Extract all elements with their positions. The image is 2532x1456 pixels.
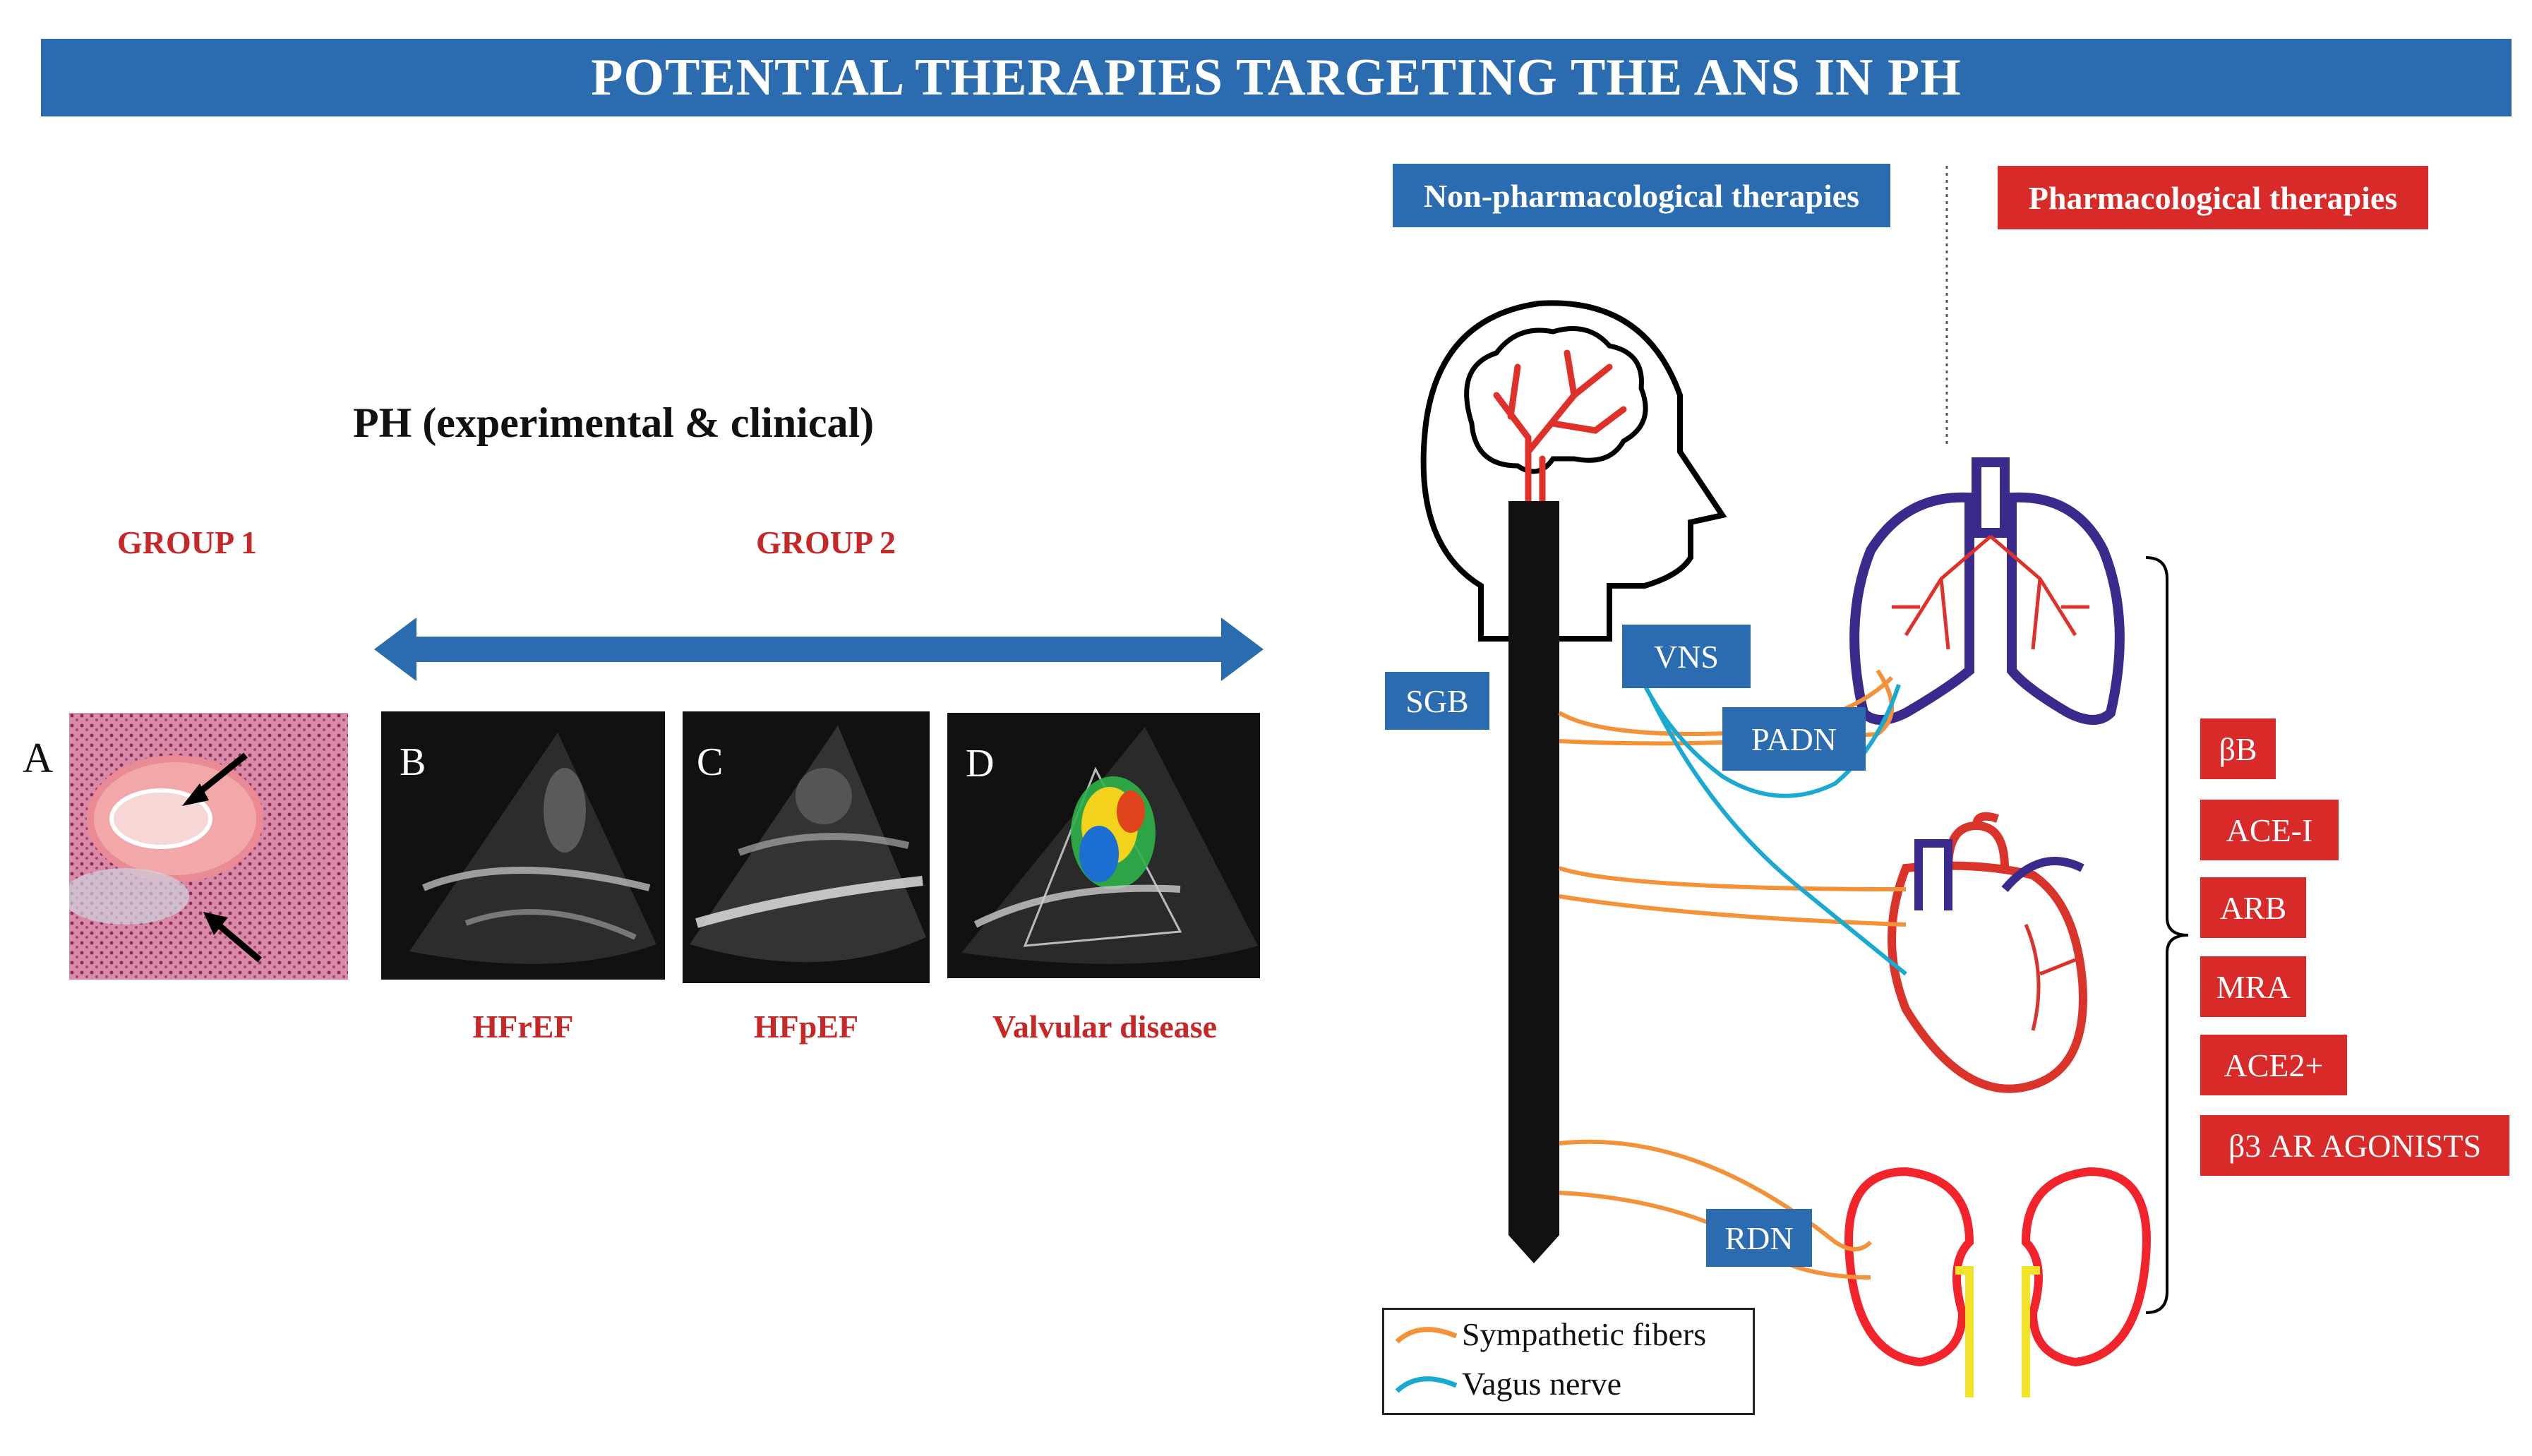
panel-letter-a: A: [23, 735, 54, 781]
echo-image-d: [961, 727, 1258, 964]
drug-bb: βB: [2200, 718, 2276, 779]
ureters: [1955, 1266, 2040, 1397]
panel-letter-c: C: [697, 740, 724, 784]
heart: [1888, 812, 2087, 1093]
panel-c: C: [683, 711, 930, 983]
drug-arb: ARB: [2200, 877, 2306, 938]
panel-letter-b: B: [400, 740, 426, 784]
panel-a: A: [21, 713, 353, 981]
brain-vessels: [1493, 349, 1627, 505]
bronchi: [1892, 535, 2089, 650]
rdn-box: RDN: [1706, 1209, 1812, 1267]
caption-hfpef: HFpEF: [753, 1009, 859, 1045]
drug-mra: MRA: [2200, 956, 2306, 1017]
pharm-header: Pharmacological therapies: [1998, 166, 2428, 229]
drug-b3-ar-agonists: β3 AR AGONISTS: [2200, 1115, 2509, 1176]
page-title: POTENTIAL THERAPIES TARGETING THE ANS IN…: [591, 48, 1962, 107]
kidneys: [1844, 1167, 2151, 1367]
vagus-nerve: [1636, 669, 1907, 976]
echo-image-c: [690, 726, 926, 963]
nonpharm-header: Non-pharmacological therapies: [1393, 164, 1890, 227]
panel-b: B: [381, 711, 665, 980]
sgb-box: SGB: [1385, 672, 1489, 730]
drug-ace-i: ACE-I: [2200, 800, 2339, 860]
legend-swatch-vagus: [1395, 1376, 1458, 1393]
spinal-cord: [1508, 501, 1559, 1235]
group2-label: GROUP 2: [755, 524, 896, 560]
head-outline: [1420, 300, 1727, 642]
legend-swatch-sympathetic: [1395, 1326, 1458, 1344]
caption-valvular-disease: Valvular disease: [992, 1009, 1218, 1045]
vns-box: VNS: [1622, 625, 1751, 688]
legend-item-sympathetic: Sympathetic fibers: [1391, 1316, 1706, 1353]
legend: Sympathetic fibers Vagus nerve: [1382, 1308, 1755, 1415]
brain: [1464, 326, 1648, 474]
left-heading: PH (experimental & clinical): [353, 399, 875, 446]
group1-label: GROUP 1: [116, 524, 258, 560]
panel-letter-d: D: [966, 742, 995, 786]
title-bar: POTENTIAL THERAPIES TARGETING THE ANS IN…: [41, 39, 2512, 116]
right-brace: [2145, 556, 2189, 1314]
padn-box: PADN: [1722, 707, 1866, 771]
caption-hfref: HFrEF: [472, 1009, 574, 1045]
legend-item-vagus: Vagus nerve: [1391, 1365, 1621, 1402]
echo-image-b: [409, 733, 656, 964]
histology-image: [69, 713, 348, 980]
lungs: [1849, 457, 2125, 725]
double-arrow: [374, 618, 1264, 681]
legend-label-vagus: Vagus nerve: [1462, 1366, 1622, 1402]
legend-label-sympathetic: Sympathetic fibers: [1462, 1316, 1707, 1352]
panel-d: D: [947, 713, 1260, 978]
drug-ace2: ACE2+: [2200, 1035, 2347, 1095]
